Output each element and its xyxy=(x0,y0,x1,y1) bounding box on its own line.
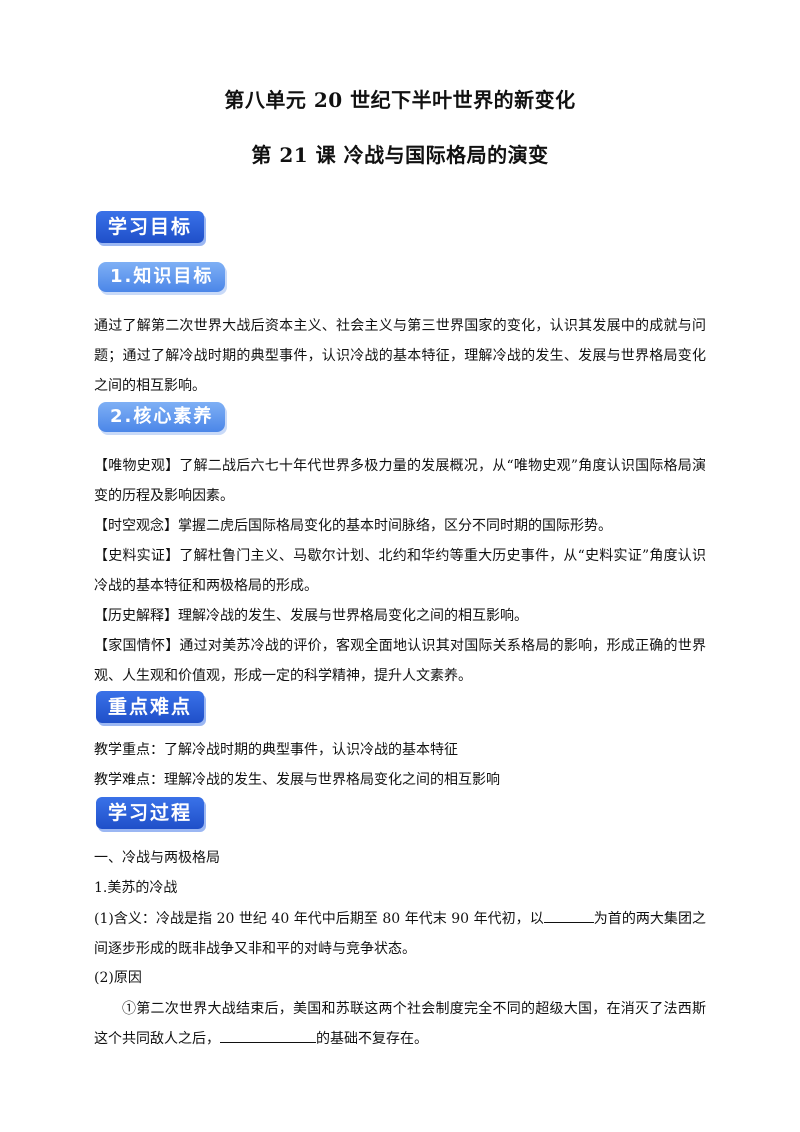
knowledge-goals-badge: 1.知识目标 xyxy=(98,262,226,292)
definition-text-start: (1)含义：冷战是指 20 世纪 40 年代中后期至 80 年代末 90 年代初… xyxy=(94,911,544,927)
fill-blank-cooperation[interactable] xyxy=(220,1026,316,1043)
cause-text-start: ①第二次世界大战结束后，美国和苏联这两个社会制度完全不同的超级大国，在消灭了法西… xyxy=(94,1001,706,1047)
subsection-us-soviet: 1.美苏的冷战 xyxy=(94,880,178,896)
literacy-item-time-space: 【时空观念】掌握二虎后国际格局变化的基本时间脉络，区分不同时期的国际形势。 xyxy=(94,518,612,534)
literacy-item-evidence: 【史料实证】了解杜鲁门主义、马歇尔计划、北约和华约等重大历史事件，从“史料实证”… xyxy=(94,548,706,594)
cause-text-end: 的基础不复存在。 xyxy=(316,1031,428,1047)
literacy-item-materialism: 【唯物史观】了解二战后六七十年代世界多极力量的发展概况，从“唯物史观”角度认识国… xyxy=(94,458,706,504)
literacy-item-patriotism: 【家国情怀】通过对美苏冷战的评价，客观全面地认识其对国际关系格局的影响，形成正确… xyxy=(94,638,706,684)
section-cold-war: 一、冷战与两极格局 xyxy=(94,850,220,866)
process-badge: 学习过程 xyxy=(96,797,205,829)
fill-blank-leaders[interactable] xyxy=(543,906,594,923)
definition-paragraph: (1)含义：冷战是指 20 世纪 40 年代中后期至 80 年代末 90 年代初… xyxy=(94,904,706,964)
cause-paragraph: ①第二次世界大战结束后，美国和苏联这两个社会制度完全不同的超级大国，在消灭了法西… xyxy=(94,994,706,1054)
teaching-difficulty: 教学难点：理解冷战的发生、发展与世界格局变化之间的相互影响 xyxy=(94,772,500,788)
study-goals-badge: 学习目标 xyxy=(96,211,205,243)
literacy-list: 【唯物史观】了解二战后六七十年代世界多极力量的发展概况，从“唯物史观”角度认识国… xyxy=(94,451,706,691)
key-points-badge: 重点难点 xyxy=(96,691,205,723)
teaching-focus: 教学重点：了解冷战时期的典型事件，认识冷战的基本特征 xyxy=(94,742,458,758)
cause-label: (2)原因 xyxy=(94,970,142,986)
knowledge-goals-text: 通过了解第二次世界大战后资本主义、社会主义与第三世界国家的变化，认识其发展中的成… xyxy=(94,318,706,394)
unit-title: 第八单元 20 世纪下半叶世界的新变化 xyxy=(224,88,576,112)
literacy-item-interpretation: 【历史解释】理解冷战的发生、发展与世界格局变化之间的相互影响。 xyxy=(94,608,528,624)
core-literacy-badge: 2.核心素养 xyxy=(98,402,226,432)
lesson-title: 第 21 课 冷战与国际格局的演变 xyxy=(251,143,549,167)
definition-text-end: 为首的两大集团之间逐步形成的既非战争又非和平的对峙与竞争状态。 xyxy=(94,911,706,957)
